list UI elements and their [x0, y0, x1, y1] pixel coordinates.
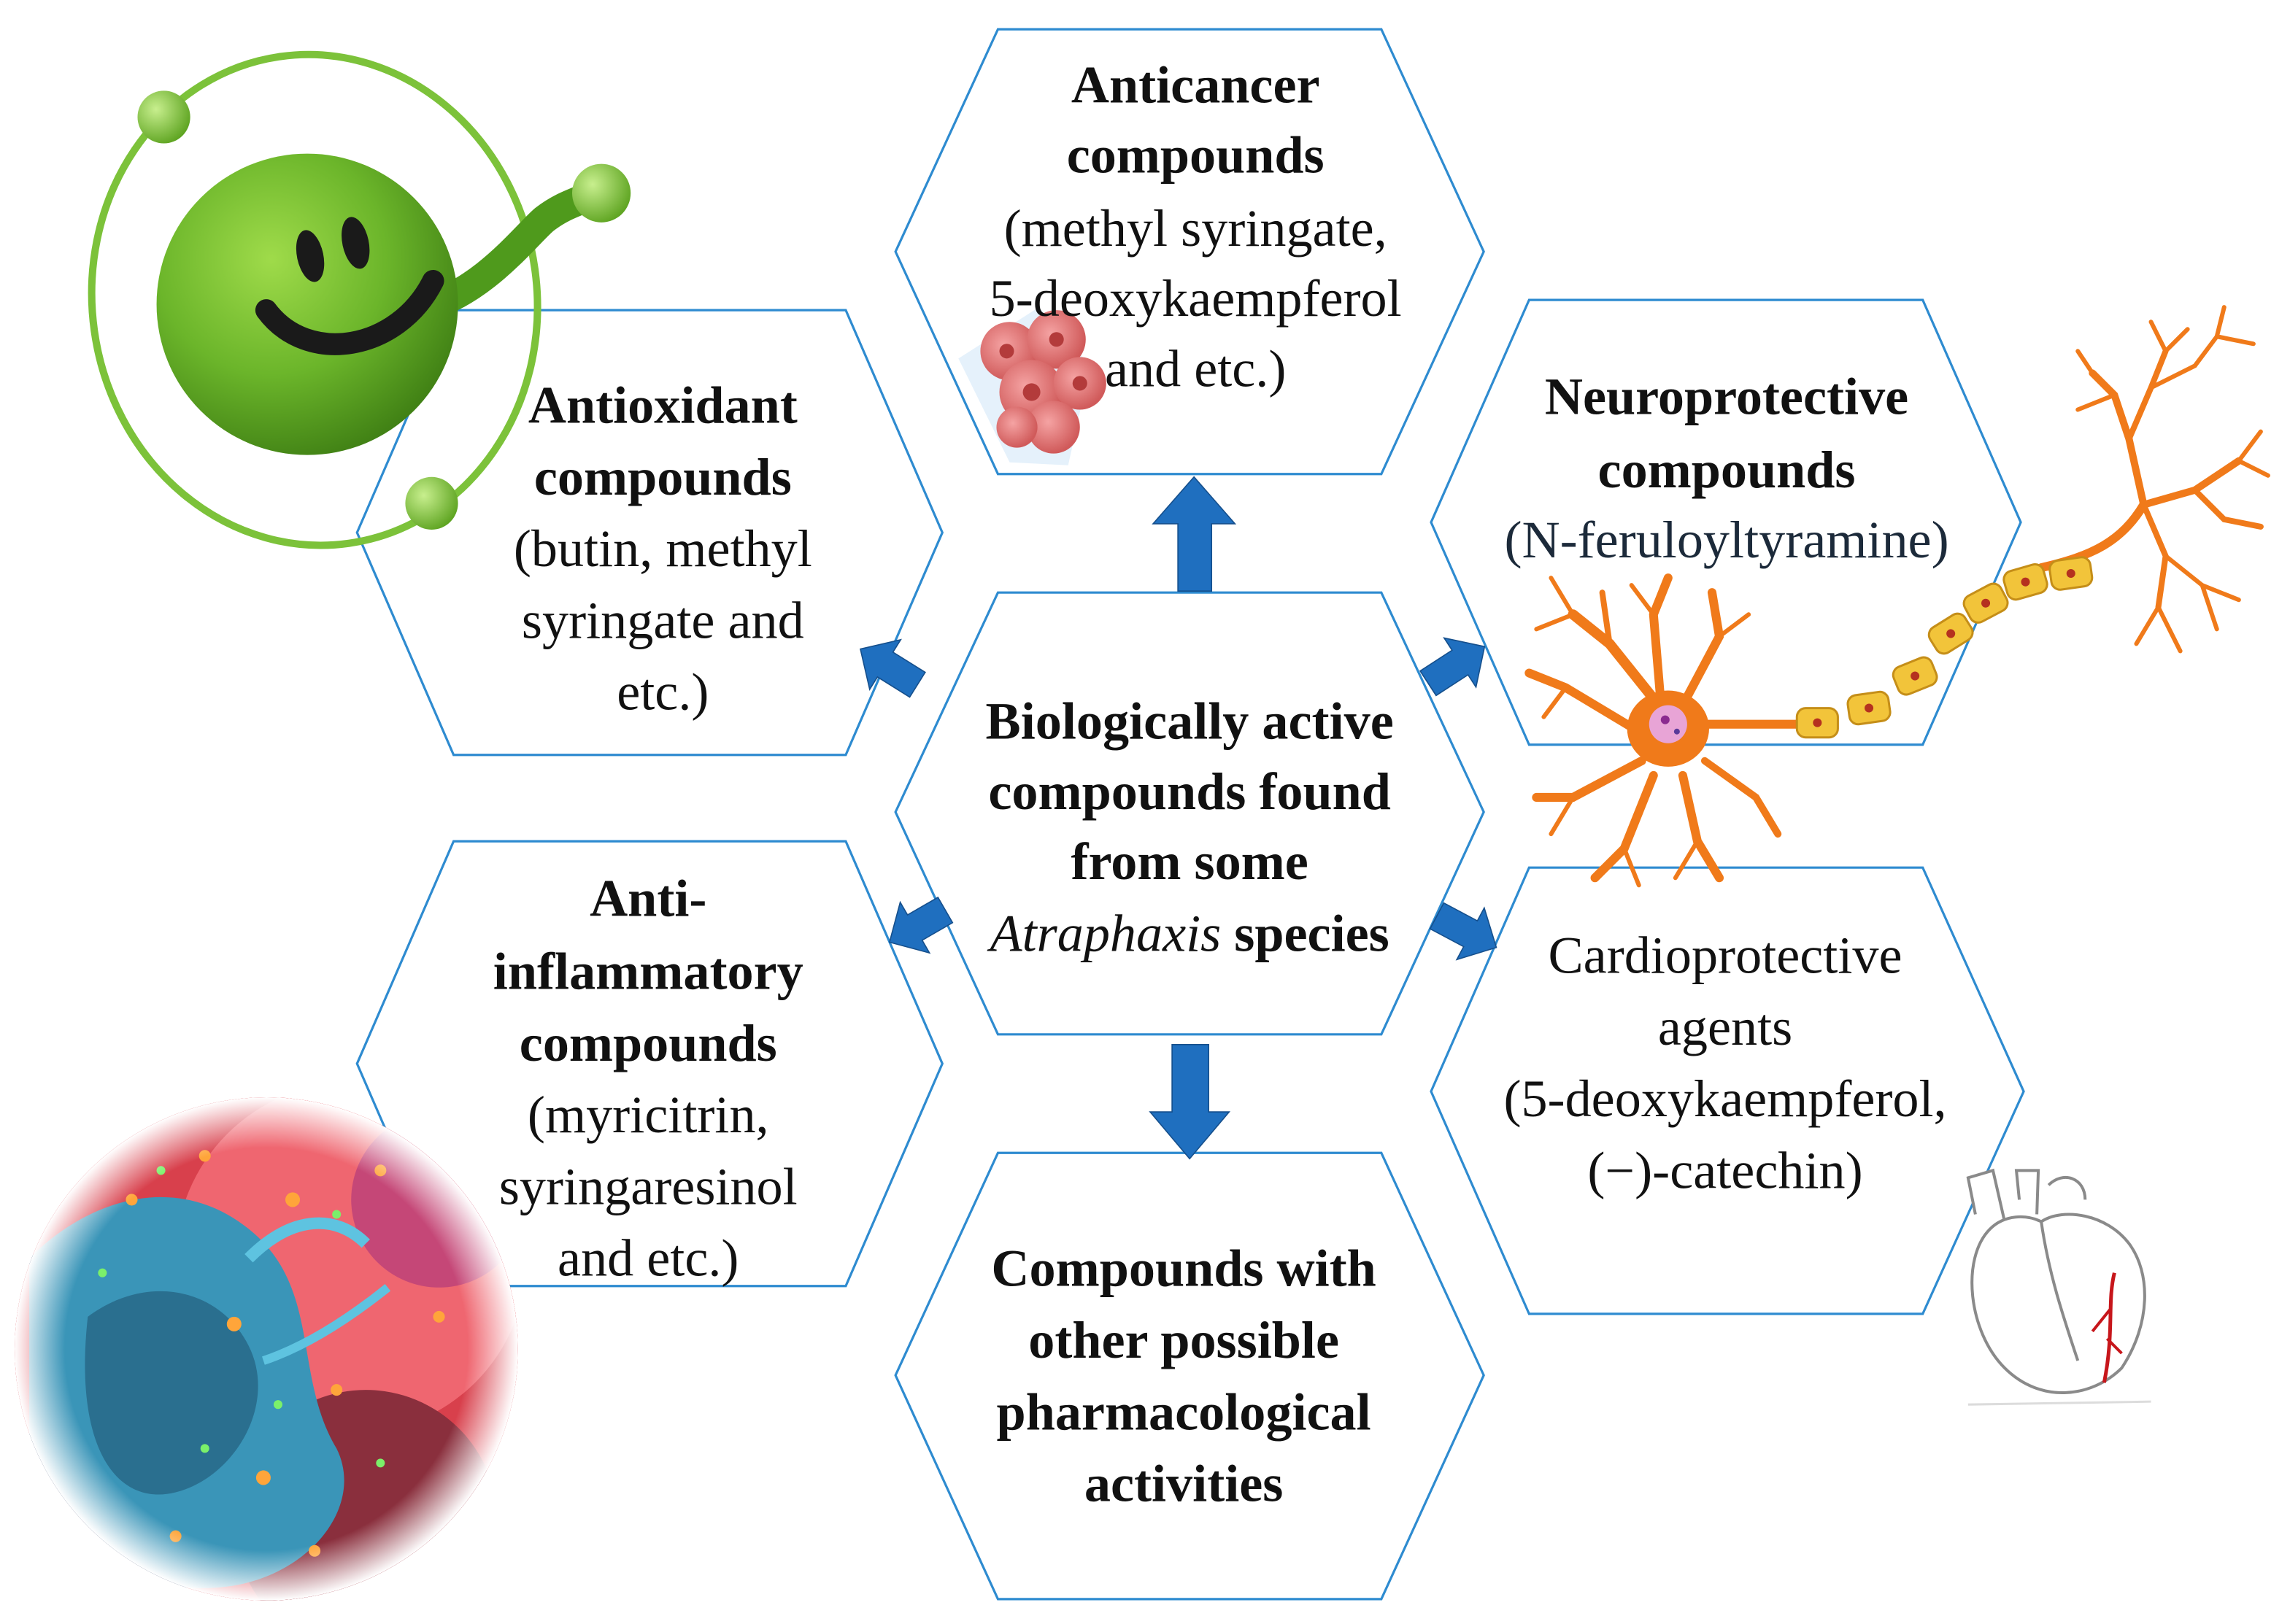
arrow-up — [1152, 476, 1237, 592]
anti-inflammatory-body-1: (myricitrin, — [528, 1086, 769, 1144]
other-line-3: pharmacological — [997, 1383, 1371, 1441]
anti-inflammatory-label: Anti- inflammatory compounds (myricitrin… — [493, 869, 803, 1287]
arrow-upper-right — [1419, 637, 1486, 697]
hexagon-center — [894, 591, 1485, 1036]
antioxidant-title-2: compounds — [534, 448, 792, 506]
anti-inflammatory-title-2: inflammatory — [493, 943, 803, 1001]
cardioprotective-line-4: (−)-catechin) — [1587, 1141, 1862, 1199]
center-label: Biologically active compounds found from… — [986, 692, 1394, 963]
antioxidant-body-3: etc.) — [617, 663, 709, 722]
antioxidant-body-2: syringate and — [522, 591, 804, 649]
arrow-lower-right — [1429, 902, 1497, 961]
cancer-cells-icon — [958, 307, 1106, 465]
anticancer-title-2: compounds — [1067, 126, 1325, 185]
anticancer-body-1: (methyl syringate, — [1004, 199, 1387, 258]
center-genus: Atraphaxis — [987, 905, 1222, 963]
cardioprotective-line-1: Cardioprotective — [1549, 927, 1902, 985]
center-line-2: compounds found — [988, 762, 1391, 821]
anticancer-body-3: and etc.) — [1105, 339, 1286, 398]
other-line-2: other possible — [1028, 1311, 1339, 1369]
anti-inflammatory-title-1: Anti- — [590, 869, 706, 927]
antioxidant-body-1: (butin, methyl — [514, 519, 812, 578]
arrow-lower-left — [888, 896, 954, 954]
anticancer-label: Anticancer compounds (methyl syringate, … — [990, 55, 1402, 398]
antioxidant-label: Antioxidant compounds (butin, methyl syr… — [514, 376, 812, 722]
antioxidant-molecule-icon — [88, 50, 631, 549]
anti-inflammatory-body-2: syringaresinol — [499, 1157, 798, 1215]
arrow-down — [1149, 1044, 1231, 1160]
neuron-myelin-sheath — [1795, 556, 2094, 739]
heart-icon — [1966, 1168, 2151, 1406]
anti-inflammatory-body-3: and etc.) — [558, 1229, 739, 1288]
neuroprotective-title-2: compounds — [1598, 441, 1856, 499]
anticancer-title-1: Anticancer — [1071, 55, 1320, 114]
neuron-body — [1627, 690, 1709, 767]
other-line-4: activities — [1084, 1455, 1284, 1513]
cardioprotective-label: Cardioprotective agents (5-deoxykaempfer… — [1503, 927, 1946, 1200]
hexagon-neuroprotective — [1430, 298, 2022, 746]
neuroprotective-title-1: Neuroprotective — [1545, 368, 1908, 426]
anti-inflammatory-title-3: compounds — [520, 1014, 777, 1072]
cardioprotective-line-3: (5-deoxykaempferol, — [1503, 1070, 1946, 1128]
neuron-icon — [1524, 305, 2270, 888]
other-line-1: Compounds with — [991, 1240, 1376, 1298]
center-line-4: Atraphaxis species — [987, 905, 1389, 963]
arrow-upper-left — [860, 638, 926, 698]
neuroprotective-body-1: (N-feruloyltyramine) — [1504, 511, 1948, 569]
center-line-1: Biologically active — [986, 692, 1394, 751]
neuroprotective-label: Neuroprotective compounds (N-feruloyltyr… — [1504, 368, 1948, 570]
hexagon-other-activities — [894, 1151, 1485, 1601]
center-line-3: from some — [1071, 832, 1308, 891]
hexagon-cardioprotective — [1430, 866, 2025, 1315]
inflammation-tissue-icon — [15, 1097, 518, 1601]
other-activities-label: Compounds with other possible pharmacolo… — [991, 1240, 1376, 1513]
antioxidant-title-1: Antioxidant — [528, 376, 798, 435]
cardioprotective-line-2: agents — [1658, 998, 1792, 1056]
center-species-word: species — [1221, 905, 1389, 963]
anticancer-body-2: 5-deoxykaempferol — [990, 269, 1402, 328]
